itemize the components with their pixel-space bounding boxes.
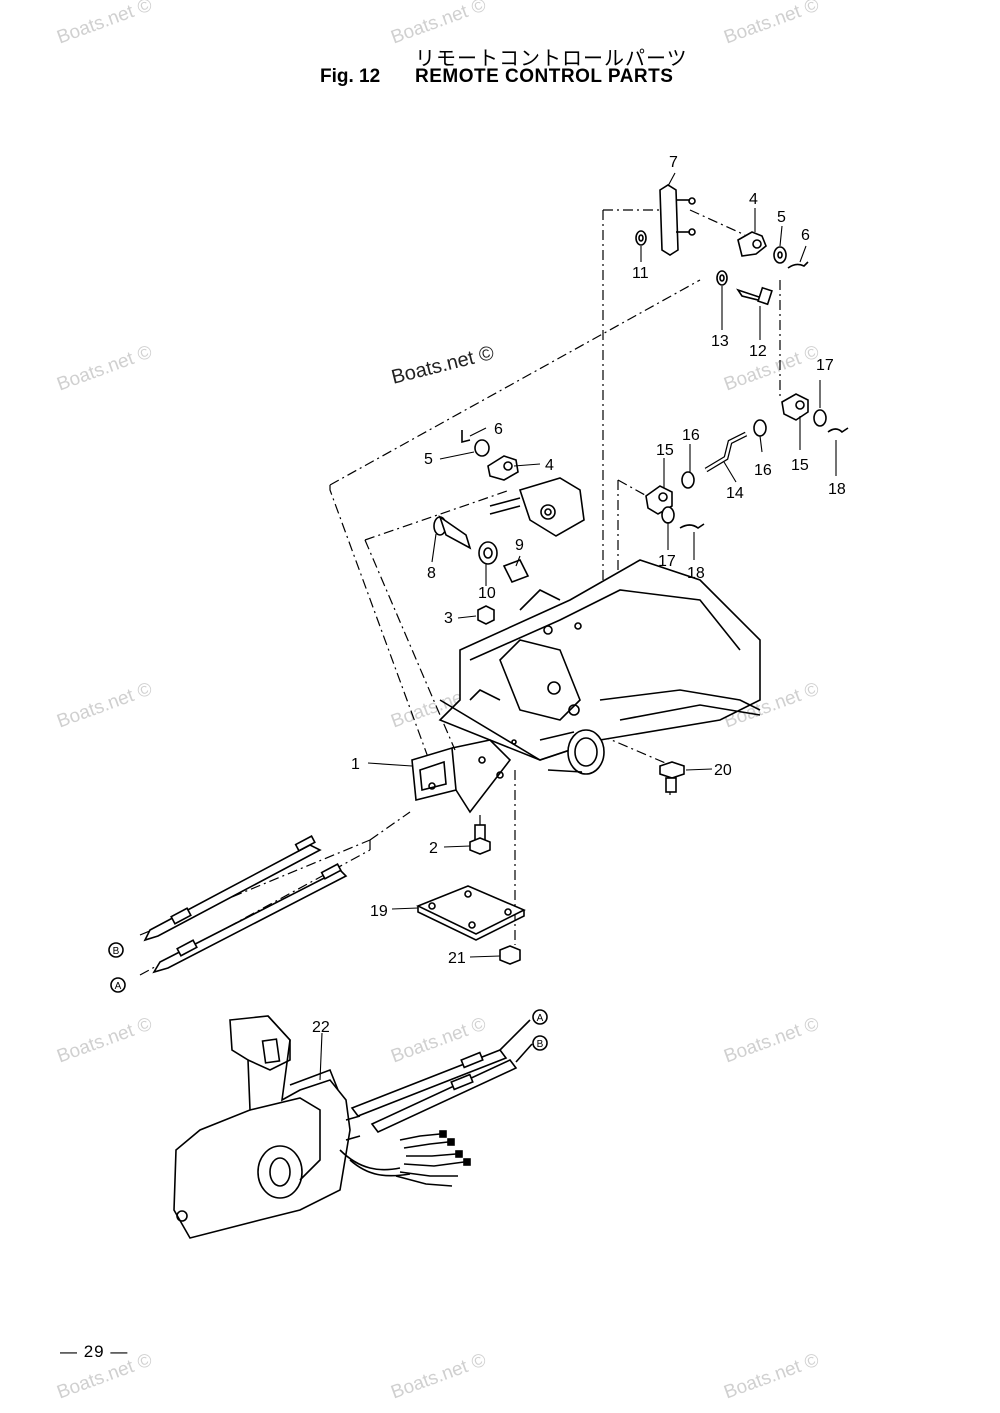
callout-11: 11 [632,265,649,282]
part-6-clip-mid [461,430,471,444]
callout-15: 15 [656,442,674,459]
part-17-washer-right [813,409,827,427]
part-15-joint-right [781,393,809,421]
shift-lever-assembly [489,477,585,537]
title-japanese: リモートコントロールパーツ [415,46,688,70]
part-4-joint-mid [487,455,519,481]
callout-18: 18 [687,565,705,582]
callout-8: 8 [427,565,436,582]
part-2-bolt [469,824,491,855]
callout-12: 12 [749,343,767,360]
leader-lines [319,172,837,1081]
callout-18: 18 [828,481,846,498]
part-14-rod [704,431,748,473]
part-9-collar [502,558,530,584]
marker-a: A [537,1013,544,1024]
callout-4: 4 [545,457,554,474]
callout-labels: 7 4 5 6 11 13 12 17 6 5 4 16 15 16 14 15… [312,154,846,1036]
marker-b: B [537,1039,544,1050]
callout-14: 14 [726,485,744,502]
part-16-washer-left [681,471,695,489]
callout-10: 10 [478,585,496,602]
part-1-bracket [411,739,512,814]
part-17-washer-left [661,506,675,524]
cable-lower-a [350,1019,531,1117]
part-21-nut [499,945,521,965]
part-3-nut [477,605,495,625]
callout-5: 5 [424,451,433,468]
main-housing [438,559,761,775]
part-6-clip-top [787,261,809,269]
callout-17: 17 [816,357,834,374]
callout-3: 3 [444,610,453,627]
part-10-washer [478,541,498,565]
callout-6: 6 [494,421,503,438]
part-18-clip-left [679,523,705,529]
part-5-washer-mid [474,439,490,457]
marker-b: B [113,946,120,957]
callout-16: 16 [754,462,772,479]
callout-2: 2 [429,840,438,857]
callout-19: 19 [370,903,388,920]
part-5-washer-top [773,246,787,264]
callout-17: 17 [658,553,676,570]
callout-16: 16 [682,427,700,444]
cable-lower-b [370,1043,533,1133]
callout-1: 1 [351,756,360,773]
wire-harness [395,1130,471,1187]
callout-13: 13 [711,333,729,350]
callout-5: 5 [777,209,786,226]
marker-circle [108,942,124,958]
figure-label: Fig. 12 [320,66,381,87]
callout-22: 22 [312,1019,330,1036]
marker-circle [532,1035,548,1051]
part-7-link-plate [659,184,696,256]
part-11-washer [635,230,647,246]
cable-b-upper [143,835,322,942]
part-11-washer-hole [638,234,644,242]
callout-20: 20 [714,762,732,779]
part-12-bolt [736,286,773,306]
callout-15: 15 [791,457,809,474]
marker-circle [110,977,126,993]
figure-title: REMOTE CONTROL PARTS [415,66,674,87]
page-number: — 29 — [60,1342,129,1361]
part-13-washer [716,270,728,286]
callout-21: 21 [448,950,466,967]
callout-7: 7 [669,154,678,171]
callout-9: 9 [515,537,524,554]
part-18-clip-right [827,427,849,434]
callout-6: 6 [801,227,810,244]
marker-circle [532,1009,548,1025]
cable-a-upper [152,863,348,974]
part-19-plate [416,885,526,941]
callout-4: 4 [749,191,758,208]
part-4-joint-top [737,231,767,257]
part-22-remote-control-box [173,1015,411,1239]
part-20-bolt [659,761,685,793]
part-8-pin [433,514,472,550]
part-16-washer-right [753,419,767,437]
marker-a: A [115,981,122,992]
marker-letters: B A A B [113,946,544,1050]
